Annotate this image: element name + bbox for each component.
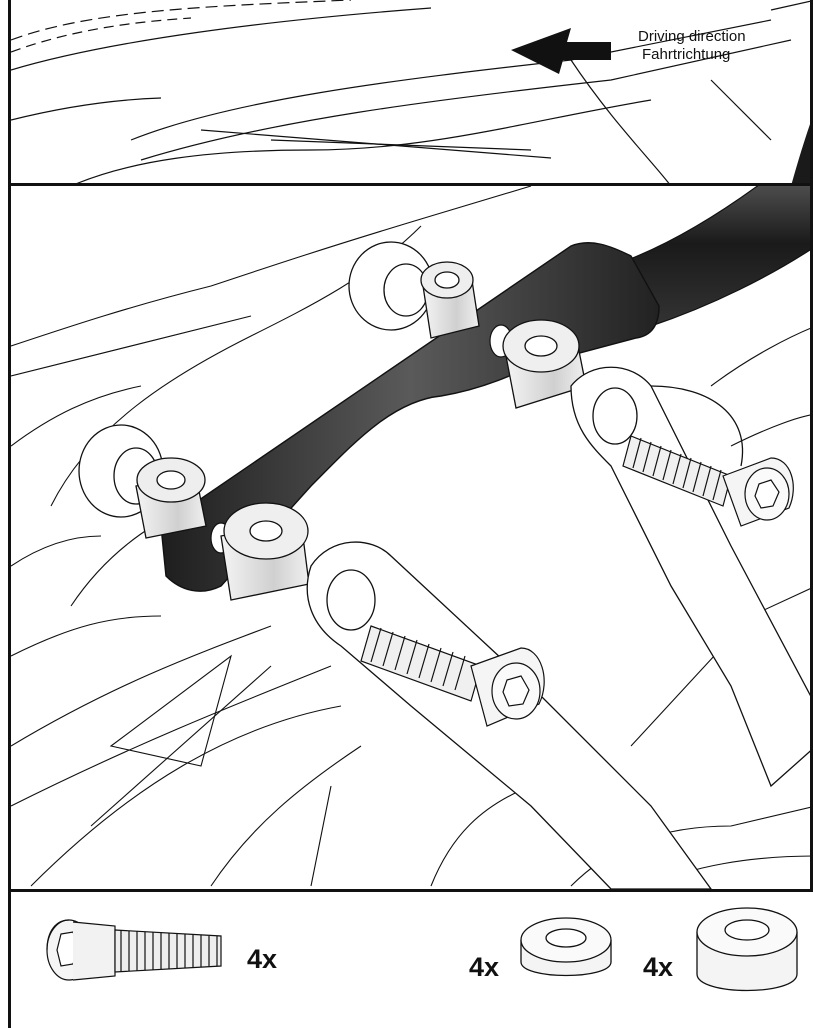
socket-head-screw-icon	[46, 919, 222, 981]
parts-list-panel: 4x 4x 4x	[8, 889, 813, 1028]
spacer-thin-icon	[520, 917, 612, 977]
spacers	[135, 261, 587, 601]
frame-right-edge	[810, 0, 813, 889]
screw-quantity: 4x	[247, 944, 278, 974]
top-panel: Driving direction Fahrtrichtung	[8, 0, 813, 186]
driving-direction-label-en: Driving direction	[638, 28, 746, 45]
main-assembly-panel	[8, 186, 813, 889]
driving-direction-arrow-icon	[511, 28, 611, 74]
spacer-thin-quantity: 4x	[469, 952, 500, 982]
frame-outlines	[11, 186, 813, 887]
screws	[360, 435, 794, 727]
screw-lower	[360, 625, 545, 727]
hanger-arms	[306, 366, 813, 889]
seat-outline-drawing	[11, 0, 813, 183]
tube	[610, 186, 813, 327]
spacer-thick-icon	[696, 907, 798, 992]
parts-icons	[46, 907, 798, 992]
screw-upper	[622, 435, 794, 527]
spacer-thick-quantity: 4x	[643, 952, 674, 982]
bracket-assembly-drawing	[11, 186, 813, 889]
driving-direction-label-de: Fahrtrichtung	[642, 46, 731, 63]
